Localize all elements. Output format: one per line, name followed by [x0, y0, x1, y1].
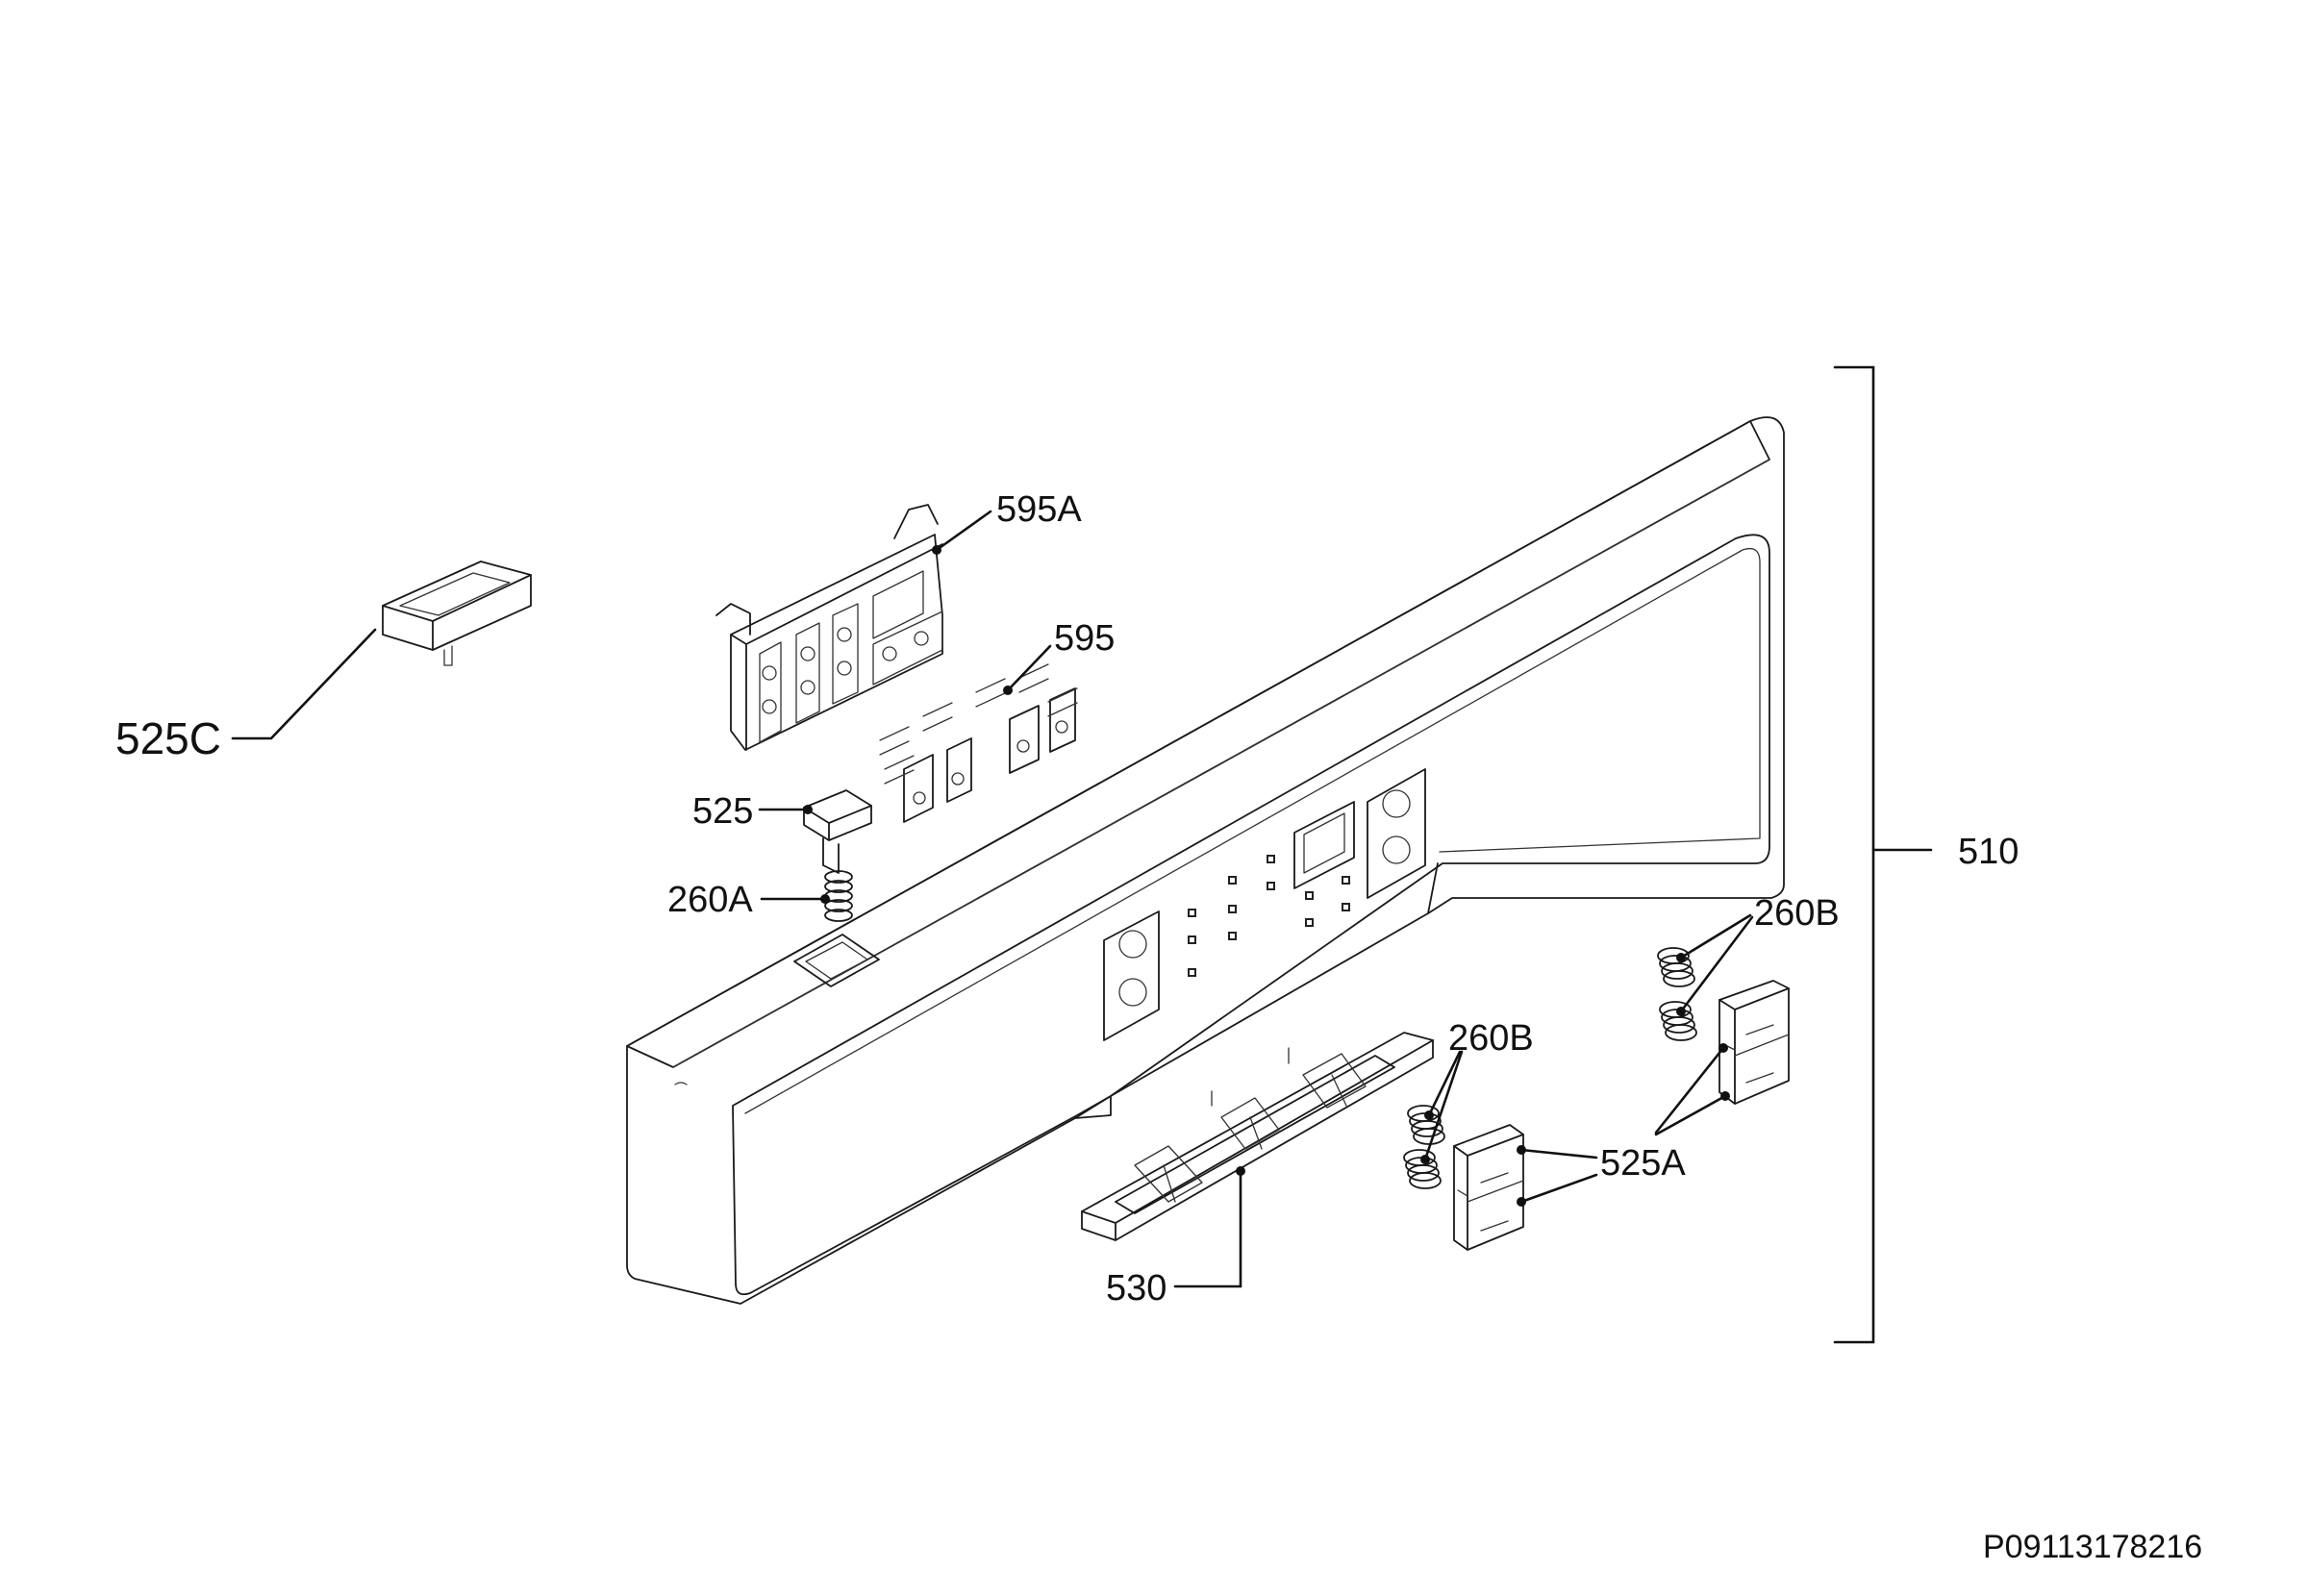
label-595A: 595A — [996, 489, 1082, 530]
bracket-510 — [1833, 365, 1933, 1344]
label-260A: 260A — [667, 880, 753, 920]
part-525 — [758, 789, 872, 874]
part-525C — [231, 561, 532, 740]
label-530: 530 — [1106, 1268, 1167, 1309]
label-525C: 525C — [115, 713, 221, 763]
part-260B-right — [1657, 913, 1754, 1041]
part-260A — [760, 870, 853, 922]
label-260B-middle: 260B — [1448, 1018, 1534, 1059]
label-595: 595 — [1054, 618, 1115, 659]
part-525A — [1453, 980, 1790, 1251]
control-panel-510 — [626, 416, 1785, 1305]
part-595A — [715, 504, 992, 751]
label-260B-right: 260B — [1754, 893, 1840, 934]
drawing-code: P09113178216 — [1983, 1529, 2202, 1565]
part-530 — [1081, 1032, 1434, 1288]
label-525: 525 — [692, 791, 753, 832]
part-595 — [879, 644, 1078, 823]
label-525A: 525A — [1600, 1143, 1686, 1184]
part-260B-middle — [1403, 1050, 1464, 1189]
label-510: 510 — [1958, 832, 2019, 872]
